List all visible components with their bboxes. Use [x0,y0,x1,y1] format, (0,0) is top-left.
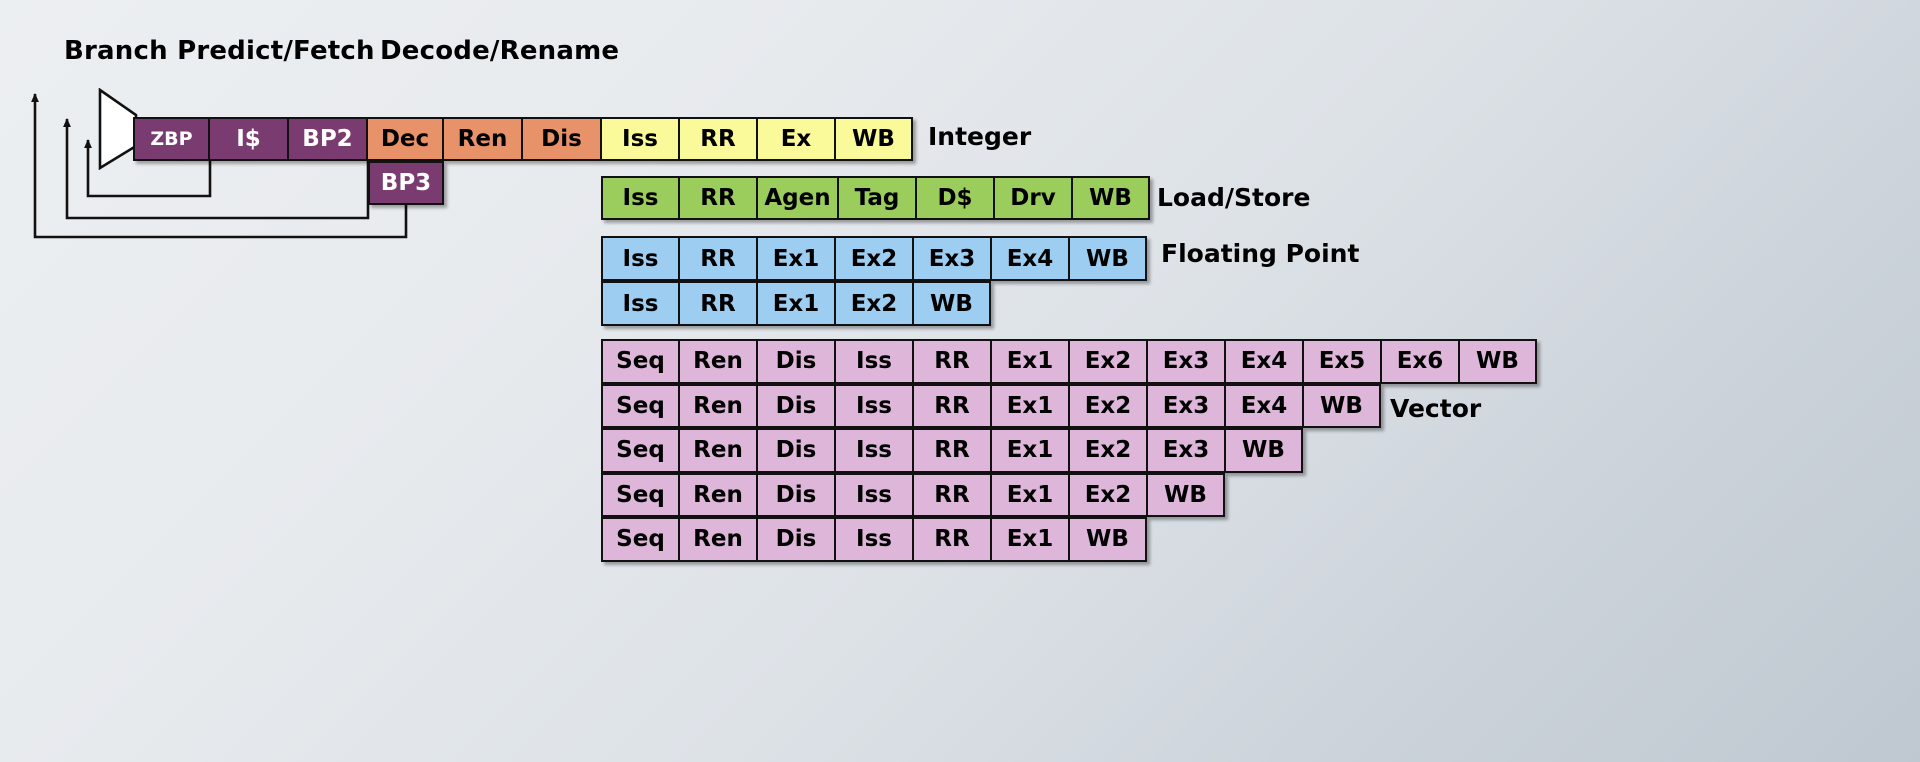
stage-v1-seq[interactable]: Seq [601,339,679,384]
stage-v3-ex3[interactable]: Ex3 [1147,428,1225,473]
stage-int-wb[interactable]: WB [835,117,913,161]
stage-v1-rr[interactable]: RR [913,339,991,384]
stage-dec[interactable]: Dec [367,117,443,161]
stage-ren[interactable]: Ren [443,117,522,161]
stage-int-rr[interactable]: RR [679,117,757,161]
stage-v3-iss[interactable]: Iss [835,428,913,473]
stage-v1-ex1[interactable]: Ex1 [991,339,1069,384]
stage-v5-ren[interactable]: Ren [679,517,757,562]
stage-v3-rr[interactable]: RR [913,428,991,473]
stage-fp2-ex2[interactable]: Ex2 [835,281,913,326]
stage-v1-ex4[interactable]: Ex4 [1225,339,1303,384]
stage-v2-wb[interactable]: WB [1303,383,1381,428]
stage-v2-seq[interactable]: Seq [601,383,679,428]
stage-v3-seq[interactable]: Seq [601,428,679,473]
stage-v2-ren[interactable]: Ren [679,383,757,428]
stage-v3-ex2[interactable]: Ex2 [1069,428,1147,473]
stage-v4-ren[interactable]: Ren [679,472,757,517]
stage-v3-ren[interactable]: Ren [679,428,757,473]
stage-v4-ex2[interactable]: Ex2 [1069,472,1147,517]
stage-v2-dis[interactable]: Dis [757,383,835,428]
stage-v5-wb[interactable]: WB [1069,517,1147,562]
stage-v2-ex4[interactable]: Ex4 [1225,383,1303,428]
stage-v1-wb[interactable]: WB [1459,339,1537,384]
stage-ls-rr[interactable]: RR [679,176,757,220]
stage-v4-iss[interactable]: Iss [835,472,913,517]
unit-label-integer: Integer [928,122,1032,151]
stage-v4-wb[interactable]: WB [1147,472,1225,517]
stage-zbp[interactable]: ZBP [133,117,209,161]
stage-fp1-wb[interactable]: WB [1069,236,1147,281]
stage-v1-ex3[interactable]: Ex3 [1147,339,1225,384]
stage-fp1-ex2[interactable]: Ex2 [835,236,913,281]
stage-ls-iss[interactable]: Iss [601,176,679,220]
stage-v2-ex3[interactable]: Ex3 [1147,383,1225,428]
stage-v1-ex6[interactable]: Ex6 [1381,339,1459,384]
stage-v1-ex5[interactable]: Ex5 [1303,339,1381,384]
stage-ls-wb[interactable]: WB [1072,176,1150,220]
stage-v5-iss[interactable]: Iss [835,517,913,562]
stage-bp3[interactable]: BP3 [368,161,444,205]
stage-fp2-wb[interactable]: WB [913,281,991,326]
stage-v1-ren[interactable]: Ren [679,339,757,384]
stage-fp1-iss[interactable]: Iss [601,236,679,281]
stage-v5-ex1[interactable]: Ex1 [991,517,1069,562]
stage-ls-agen[interactable]: Agen [757,176,838,220]
stage-v3-ex1[interactable]: Ex1 [991,428,1069,473]
stage-fp2-ex1[interactable]: Ex1 [757,281,835,326]
stage-int-iss[interactable]: Iss [601,117,679,161]
stage-v5-seq[interactable]: Seq [601,517,679,562]
stage-v3-wb[interactable]: WB [1225,428,1303,473]
stage-icache[interactable]: I$ [209,117,288,161]
stage-v1-dis[interactable]: Dis [757,339,835,384]
section-title-branch-predict-fetch: Branch Predict/Fetch [64,36,375,66]
stage-v2-rr[interactable]: RR [913,383,991,428]
frontend-pipeline-row: ZBP I$ BP2 Dec Ren Dis Iss RR Ex WB [133,117,913,161]
unit-label-floating-point: Floating Point [1161,239,1360,268]
stage-v2-ex2[interactable]: Ex2 [1069,383,1147,428]
branch-target-mux [96,88,138,170]
stage-v2-ex1[interactable]: Ex1 [991,383,1069,428]
stage-bp2[interactable]: BP2 [288,117,367,161]
stage-int-ex[interactable]: Ex [757,117,835,161]
unit-label-load-store: Load/Store [1157,183,1311,212]
stage-v1-iss[interactable]: Iss [835,339,913,384]
stage-dis[interactable]: Dis [522,117,601,161]
stage-ls-tag[interactable]: Tag [838,176,916,220]
stage-v5-dis[interactable]: Dis [757,517,835,562]
stage-v4-rr[interactable]: RR [913,472,991,517]
unit-label-vector: Vector [1390,394,1482,423]
stage-fp1-ex4[interactable]: Ex4 [991,236,1069,281]
stage-fp2-rr[interactable]: RR [679,281,757,326]
section-title-decode-rename: Decode/Rename [380,36,620,66]
stage-fp1-ex3[interactable]: Ex3 [913,236,991,281]
stage-ls-dcache[interactable]: D$ [916,176,994,220]
stage-fp2-iss[interactable]: Iss [601,281,679,326]
stage-v4-ex1[interactable]: Ex1 [991,472,1069,517]
stage-v3-dis[interactable]: Dis [757,428,835,473]
stage-v2-iss[interactable]: Iss [835,383,913,428]
stage-v4-seq[interactable]: Seq [601,472,679,517]
stage-ls-drv[interactable]: Drv [994,176,1072,220]
stage-v5-rr[interactable]: RR [913,517,991,562]
stage-v1-ex2[interactable]: Ex2 [1069,339,1147,384]
stage-v4-dis[interactable]: Dis [757,472,835,517]
stage-fp1-rr[interactable]: RR [679,236,757,281]
stage-fp1-ex1[interactable]: Ex1 [757,236,835,281]
